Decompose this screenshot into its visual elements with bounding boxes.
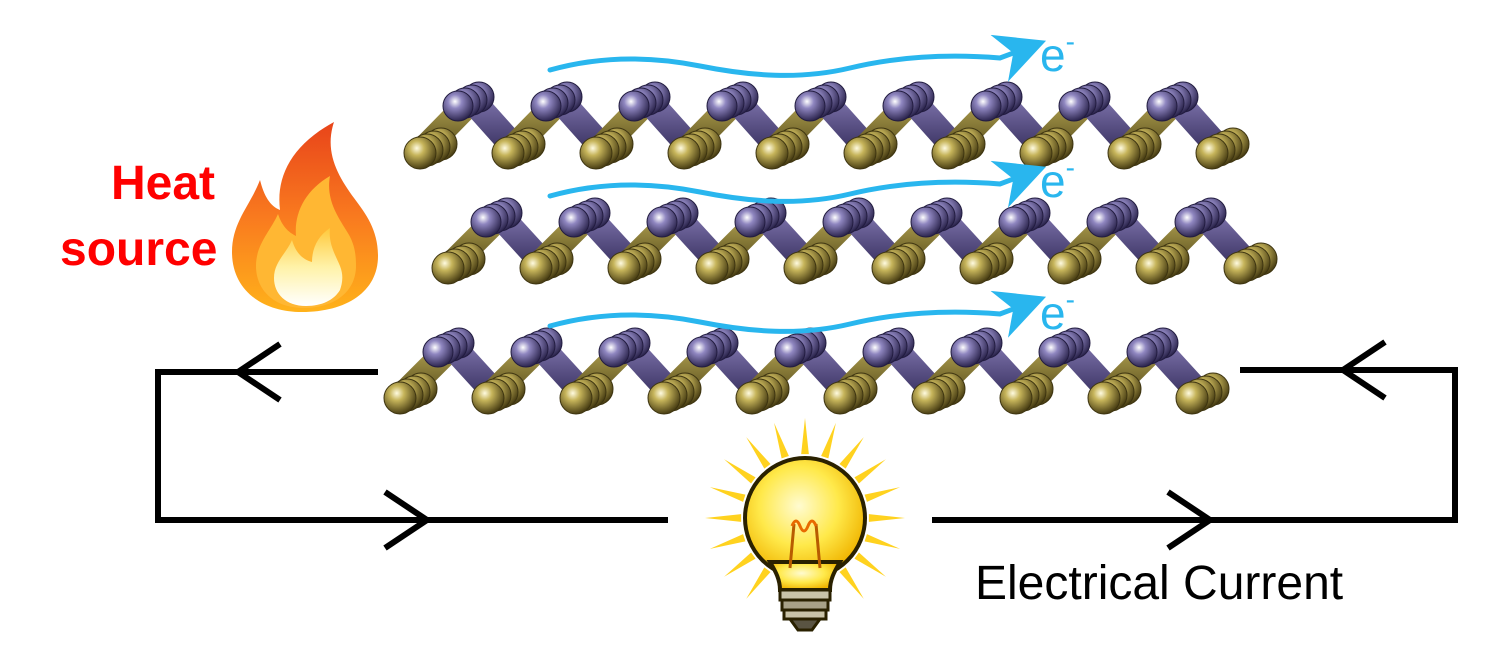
chalcogen-atom [823, 381, 857, 415]
chalcogen-atom [1087, 381, 1121, 415]
metal-atom [530, 90, 562, 122]
metal-atom [882, 90, 914, 122]
atomic-layer-3 [383, 327, 1230, 415]
chalcogen-atom [383, 381, 417, 415]
light-ray [854, 459, 886, 484]
electron-arrow-3 [547, 290, 1047, 338]
metal-atom [442, 90, 474, 122]
light-ray [705, 514, 742, 522]
current-direction-arrow-top-left [232, 341, 282, 403]
light-bulb-icon [705, 418, 905, 632]
heat-label-line-2: source [60, 223, 218, 276]
metal-atom [1086, 206, 1118, 238]
light-ray [839, 437, 864, 469]
metal-atom [1038, 336, 1070, 368]
chalcogen-atom [1195, 136, 1229, 170]
chalcogen-atom [755, 136, 789, 170]
light-ray [868, 514, 905, 522]
chalcogen-atom [579, 136, 613, 170]
current-direction-arrow-bottom-left [383, 489, 433, 551]
chalcogen-atom [999, 381, 1033, 415]
layered-crystal-structure [383, 81, 1278, 415]
chalcogen-atom [667, 136, 701, 170]
metal-atom [862, 336, 894, 368]
chalcogen-atom [871, 251, 905, 285]
metal-atom [970, 90, 1002, 122]
metal-atom [686, 336, 718, 368]
metal-atom [510, 336, 542, 368]
chalcogen-atom [431, 251, 465, 285]
metal-atom [618, 90, 650, 122]
atomic-layer-1 [403, 81, 1250, 170]
heat-source-label: Heat source [60, 157, 218, 276]
chalcogen-atom [471, 381, 505, 415]
electrical-current-label: Electrical Current [975, 557, 1344, 610]
metal-atom [470, 206, 502, 238]
chalcogen-atom [1223, 251, 1257, 285]
light-ray [709, 534, 746, 549]
flame-icon [232, 122, 378, 312]
metal-atom [1058, 90, 1090, 122]
light-ray [864, 534, 901, 549]
circuit-wire-left [155, 369, 668, 523]
metal-atom [998, 206, 1030, 238]
chalcogen-atom [959, 251, 993, 285]
chalcogen-atom [1047, 251, 1081, 285]
metal-atom [598, 336, 630, 368]
chalcogen-atom [735, 381, 769, 415]
light-ray [839, 567, 864, 599]
light-ray [724, 459, 756, 484]
metal-atom [1126, 336, 1158, 368]
chalcogen-atom [695, 251, 729, 285]
electron-label-2: e- [1040, 152, 1075, 207]
metal-atom [706, 90, 738, 122]
chalcogen-atom [931, 136, 965, 170]
circuit [155, 339, 1458, 551]
metal-atom [422, 336, 454, 368]
light-ray [801, 418, 809, 455]
light-ray [746, 437, 771, 469]
current-direction-arrow-top-right [1337, 339, 1387, 401]
metal-atom [1146, 90, 1178, 122]
metal-atom [1174, 206, 1206, 238]
chalcogen-atom [647, 381, 681, 415]
electron-arrow-1 [547, 34, 1047, 82]
metal-atom [822, 206, 854, 238]
chalcogen-atom [843, 136, 877, 170]
electron-label-3: e- [1040, 284, 1075, 339]
chalcogen-atom [607, 251, 641, 285]
metal-atom [910, 206, 942, 238]
electron-arrow-2 [547, 160, 1047, 208]
heat-label-line-1: Heat [110, 157, 215, 210]
chalcogen-atom [403, 136, 437, 170]
electron-flow [547, 34, 1047, 338]
chalcogen-atom [519, 251, 553, 285]
atomic-layer-2 [431, 197, 1278, 285]
light-ray [774, 422, 789, 459]
metal-atom [950, 336, 982, 368]
current-direction-arrow-bottom-right [1166, 489, 1216, 551]
chalcogen-atom [1135, 251, 1169, 285]
chalcogen-atom [1175, 381, 1209, 415]
metal-atom [558, 206, 590, 238]
light-ray [724, 552, 756, 577]
chalcogen-atom [1107, 136, 1141, 170]
metal-atom [794, 90, 826, 122]
chalcogen-atom [559, 381, 593, 415]
light-ray [854, 552, 886, 577]
electron-label-1: e- [1040, 26, 1075, 81]
light-ray [821, 422, 836, 459]
metal-atom [646, 206, 678, 238]
metal-atom [774, 336, 806, 368]
light-ray [746, 567, 771, 599]
chalcogen-atom [491, 136, 525, 170]
light-ray [864, 487, 901, 502]
chalcogen-atom [783, 251, 817, 285]
light-ray [709, 487, 746, 502]
chalcogen-atom [911, 381, 945, 415]
metal-atom [734, 206, 766, 238]
